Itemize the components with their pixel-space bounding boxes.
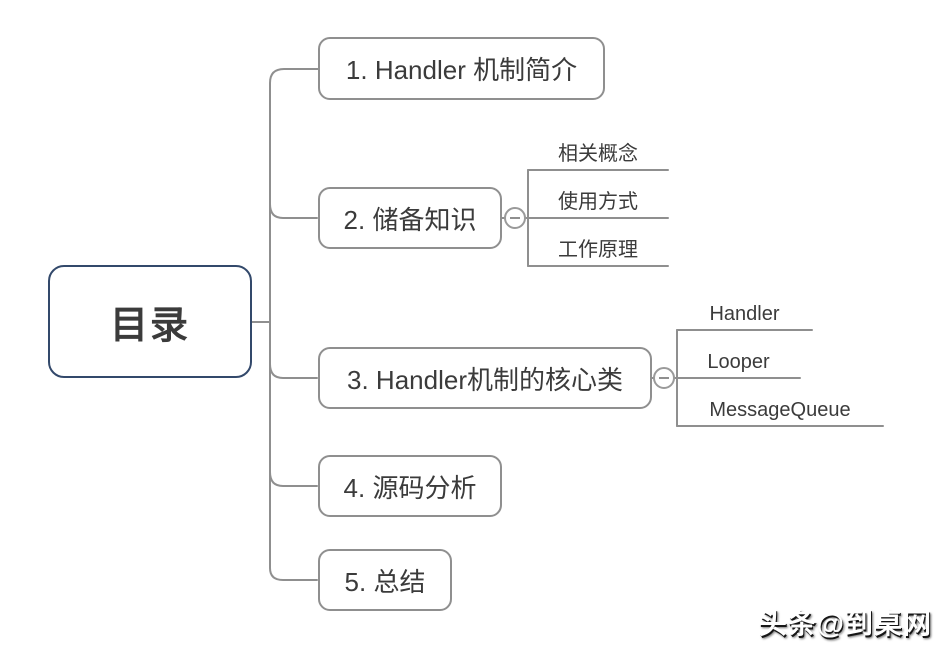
branch-node-label: 3. Handler机制的核心类 [347, 364, 623, 395]
leaf-node-working-principle: 工作原理 [558, 239, 638, 261]
branch-node-1-handler-intro: 1. Handler 机制简介 [318, 37, 605, 100]
branch-node-label: 5. 总结 [344, 566, 426, 597]
leaf-node-related-concepts: 相关概念 [558, 143, 638, 165]
leaf-node-looper: Looper [707, 351, 770, 373]
branch-node-label: 2. 储备知识 [343, 204, 477, 235]
collapse-minus-icon-branch2[interactable] [504, 207, 526, 229]
branch4-connector [269, 471, 318, 487]
branch-node-5-summary: 5. 总结 [318, 549, 452, 611]
root-node-toc: 目录 [48, 265, 252, 378]
toutiao-watermark: 头条@到桌网 [758, 608, 932, 639]
branch-node-2-prerequisites: 2. 储备知识 [318, 187, 502, 249]
branch-node-3-core-classes: 3. Handler机制的核心类 [318, 347, 652, 409]
branch3-connector [269, 363, 318, 379]
branch-node-4-source-analysis: 4. 源码分析 [318, 455, 502, 517]
root-node-label: 目录 [109, 305, 190, 347]
branch-node-label: 1. Handler 机制简介 [345, 55, 578, 85]
leaf-node-handler: Handler [709, 303, 780, 325]
branch2-connector [269, 203, 318, 219]
branch-node-label: 4. 源码分析 [343, 472, 477, 503]
trunk-connector [269, 68, 319, 581]
collapse-minus-icon-branch3[interactable] [653, 367, 675, 389]
leaf-node-messagequeue: MessageQueue [709, 399, 851, 421]
leaf-node-usage: 使用方式 [558, 191, 638, 213]
